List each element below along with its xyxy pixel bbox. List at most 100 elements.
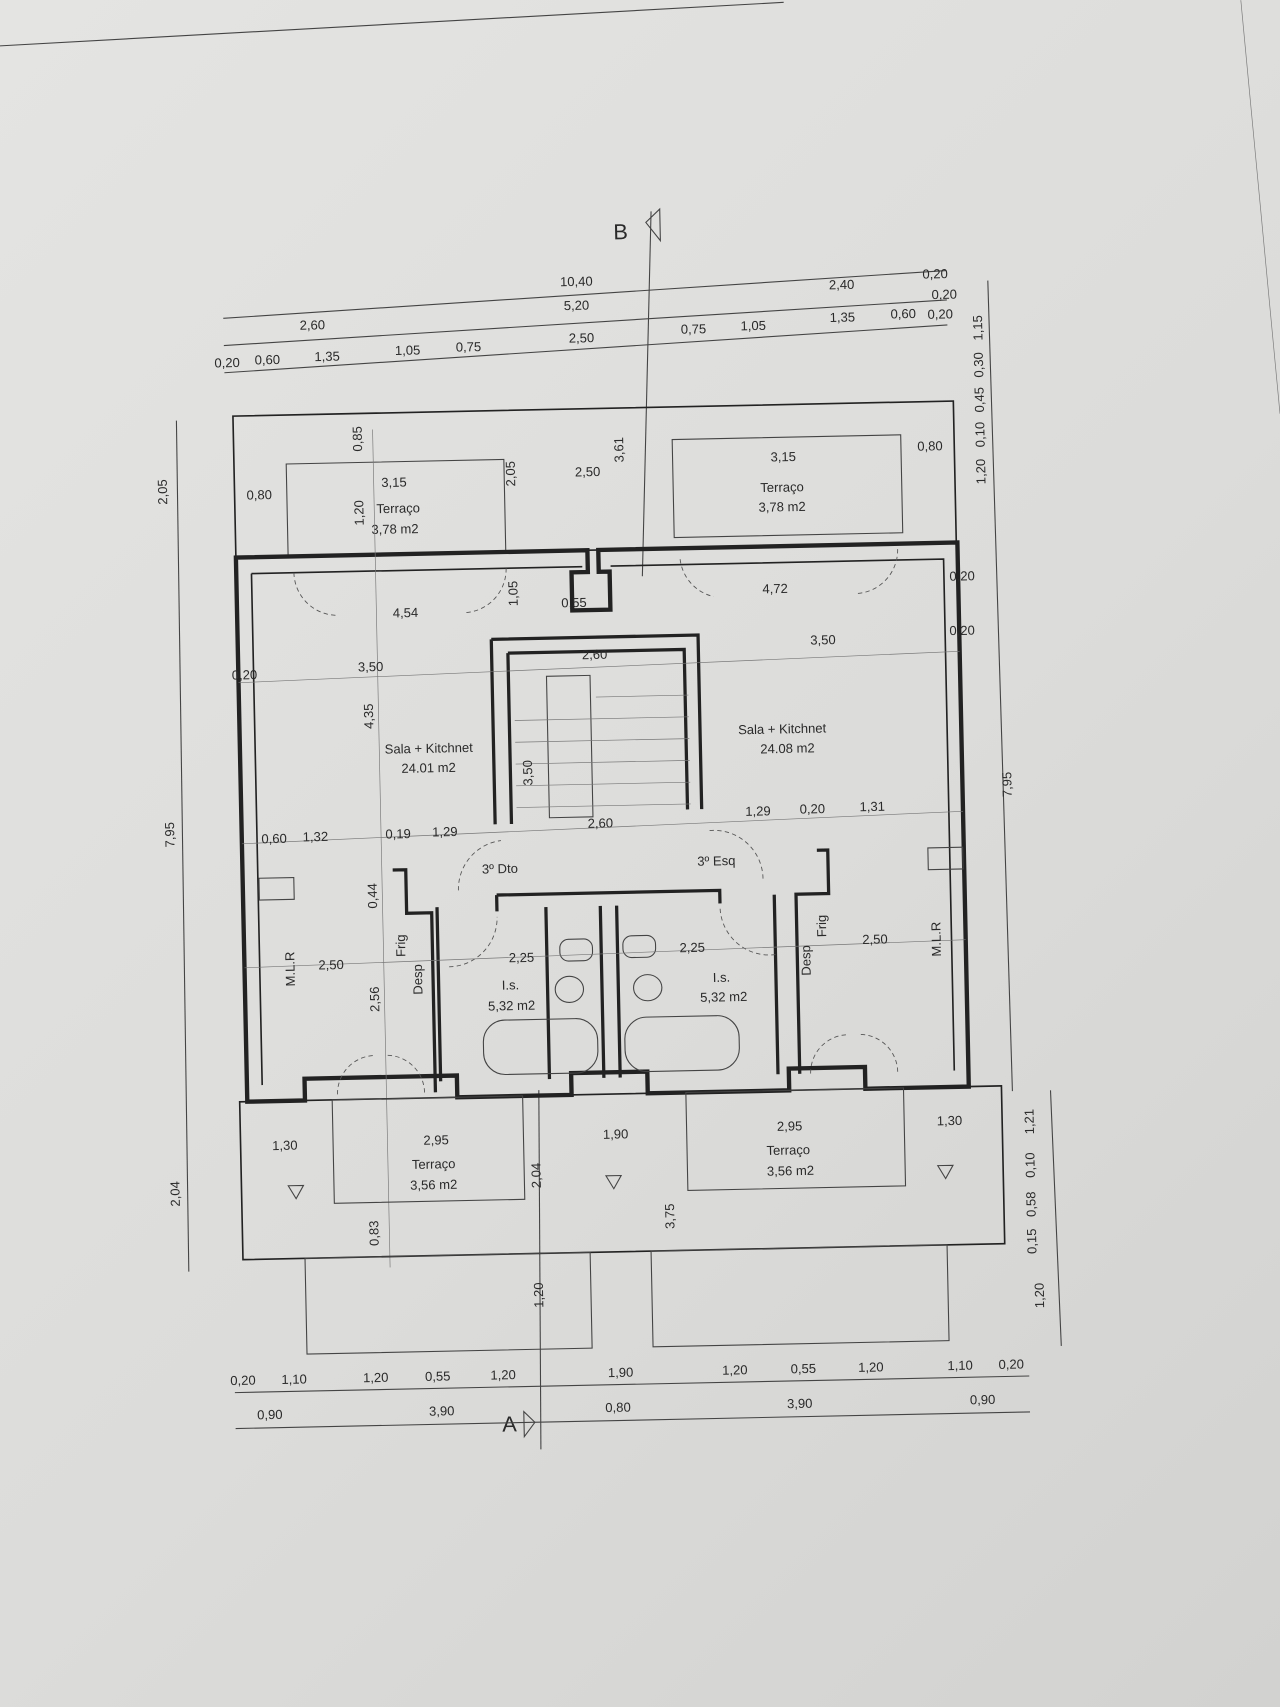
dimension-label: 3,90 [787, 1396, 813, 1412]
toilet-right-icon [633, 974, 663, 1002]
terrace-top-right-area [671, 434, 904, 539]
terrace-bottom-left-area [331, 1095, 526, 1204]
terrace-bottom-right-area [685, 1087, 907, 1191]
room-area: 3,78 m2 [758, 499, 805, 515]
dimension-label: 0,55 [561, 595, 587, 611]
room-name: Sala + Kitchnet [385, 740, 474, 757]
room-area: 24.01 m2 [401, 760, 456, 776]
dimension-label: 0,30 [971, 352, 987, 378]
dimension-label: 0,20 [998, 1356, 1024, 1372]
dimension-label: 0,19 [385, 826, 411, 842]
dimension-label: 1,20 [351, 500, 367, 526]
balcony-right [650, 1244, 950, 1348]
dimension-label: 4,54 [393, 605, 419, 621]
dimension-label: 0,85 [350, 426, 366, 452]
dimension-label: 1,21 [1021, 1109, 1037, 1135]
room-name: Sala + Kitchnet [738, 720, 827, 737]
bathtub-right-icon [624, 1015, 740, 1073]
toilet-left-icon [554, 975, 585, 1003]
dimension-label: 1,20 [531, 1282, 547, 1308]
dimension-label: 3,50 [810, 632, 836, 648]
dimension-guides [238, 429, 966, 1268]
paper-edge [1240, 0, 1280, 414]
fridge-label: Frig [393, 934, 408, 957]
dimension-label: 3,90 [429, 1403, 455, 1419]
dimension-label: 0,90 [257, 1407, 283, 1423]
dimension-label: 1,20 [973, 459, 989, 485]
dimension-label: 0,60 [254, 352, 280, 368]
dimension-label: 0,20 [214, 355, 240, 371]
room-name: I.s. [502, 977, 520, 992]
stairs [514, 674, 691, 819]
dimension-label: 3,15 [770, 449, 796, 465]
cooktop-right-icon [927, 846, 964, 871]
dimension-label: 0,20 [949, 623, 975, 639]
room-area: 3,56 m2 [767, 1163, 814, 1179]
room-name: Terraço [760, 479, 804, 495]
dimension-label: 1,32 [303, 829, 329, 845]
dimension-label: 1,05 [740, 318, 766, 334]
dimension-label: 0,20 [931, 287, 957, 303]
section-arrow-b-icon [645, 207, 661, 243]
top-dimensions: 10,40 2,40 0,20 2,60 5,20 0,20 0,20 0,60… [214, 266, 957, 374]
dimension-label: 10,40 [560, 274, 593, 290]
dimension-label: 0,20 [927, 306, 953, 322]
dimension-label: 3,50 [520, 760, 536, 786]
room-area: 24.08 m2 [760, 740, 815, 756]
dimension-label: 1,10 [281, 1371, 307, 1387]
washer-label: M.L.R [928, 922, 944, 957]
pantry-label: Desp [410, 964, 426, 995]
dimension-label: 3,75 [662, 1203, 678, 1229]
dimension-label: 2,95 [777, 1118, 803, 1134]
washer-label: M.L.R [282, 952, 298, 987]
dimension-label: 1,29 [745, 803, 771, 819]
dimension-label: 5,20 [564, 298, 590, 314]
dimension-label: 2,50 [575, 464, 601, 480]
dimension-label: 1,10 [947, 1358, 973, 1374]
dimension-label: 0,20 [949, 568, 975, 584]
dimension-label: 2,04 [528, 1163, 544, 1189]
kitchen-partition-walls [392, 848, 831, 1093]
dimension-label: 0,80 [605, 1400, 631, 1416]
dimension-label: 2,05 [503, 461, 519, 487]
dimension-label: 0,60 [890, 306, 916, 322]
room-area: 3,78 m2 [371, 521, 418, 537]
dimension-label: 0,58 [1023, 1191, 1039, 1217]
dimension-label: 7,95 [162, 822, 178, 848]
dimension-label: 0,60 [261, 831, 287, 847]
dimension-label: 0,55 [425, 1368, 451, 1384]
dimension-label: 0,55 [791, 1361, 817, 1377]
bottom-terrace-slab [238, 1085, 1006, 1261]
dimension-label: 1,30 [272, 1138, 298, 1154]
dimension-label: 1,90 [603, 1126, 629, 1142]
dimension-label: 2,50 [318, 957, 344, 973]
dimension-label: 1,30 [937, 1113, 963, 1129]
section-line-a [538, 1090, 542, 1450]
dimension-label: 0,80 [917, 438, 943, 454]
cooktop-left-icon [258, 876, 295, 901]
fridge-label: Frig [814, 915, 829, 938]
dimension-label: 0,20 [922, 266, 948, 282]
exterior-wall-inner-face [250, 558, 956, 1086]
dimension-label: 1,35 [829, 309, 855, 325]
dimension-label: 0,45 [972, 387, 988, 413]
room-name: Terraço [376, 500, 420, 516]
dimension-label: 0,20 [232, 667, 258, 683]
dimension-label: 2,60 [588, 815, 614, 831]
dimension-label: 2,25 [679, 940, 705, 956]
dimension-label: 1,20 [1032, 1283, 1048, 1309]
room-name: I.s. [713, 970, 731, 985]
dimension-label: 2,05 [155, 479, 171, 505]
dimension-label: 2,56 [367, 986, 383, 1012]
dimension-label: 2,60 [299, 317, 325, 333]
unit-label-left: 3º Dto [482, 861, 518, 877]
dimension-label: 0,15 [1024, 1228, 1040, 1254]
dimension-label: 0,75 [681, 321, 707, 337]
dimension-label: 4,72 [762, 581, 788, 597]
dimension-label: 7,95 [999, 772, 1015, 798]
dimension-label: 2,50 [862, 931, 888, 947]
dimension-label: 1,20 [363, 1370, 389, 1386]
paper-edge [0, 1, 784, 47]
dimension-label: 0,44 [365, 883, 381, 909]
